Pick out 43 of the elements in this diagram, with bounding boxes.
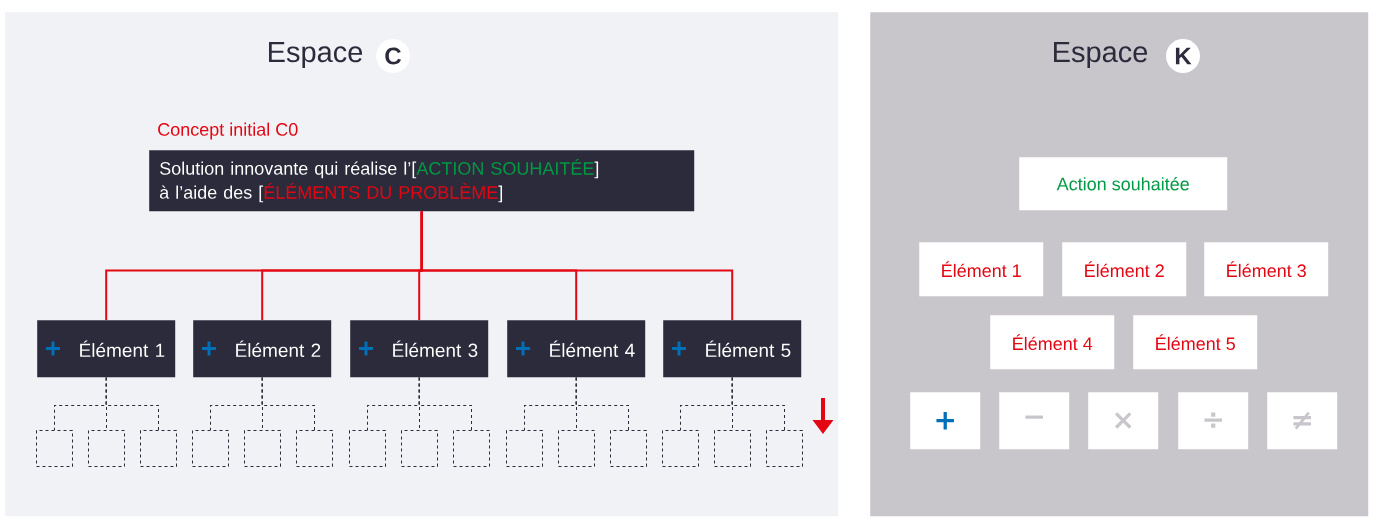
element-box: Élément 4 [507, 320, 646, 378]
element-box: Élément 3 [350, 320, 489, 378]
dashed-box [140, 430, 177, 467]
dashed-box [36, 430, 73, 467]
word-card: Élément 1 [919, 242, 1044, 297]
connector [575, 376, 629, 431]
letter-badge: C [376, 39, 410, 73]
concept-heading: Concept initial C0 [158, 122, 298, 140]
dashed-box [88, 430, 125, 467]
connector [261, 376, 315, 431]
dashed-box [506, 430, 543, 467]
operator-card: ÷ [1178, 392, 1249, 450]
heading: Espace [269, 42, 363, 68]
concept-box: Solution innovante qui réalise l’[ACTION SOUHAITÉE] à l’aide des [ÉLÉMENTS DU PROBLÈME] [149, 150, 695, 212]
connector [731, 376, 785, 431]
operator-card: − [999, 392, 1070, 450]
dashed-box [714, 430, 751, 467]
operator-card: + [910, 392, 981, 450]
operator-card: ≠ [1267, 392, 1338, 450]
connector [418, 376, 472, 431]
element-box: Élément 5 [663, 320, 802, 378]
dashed-box [662, 430, 699, 467]
dashed-box [610, 430, 647, 467]
dashed-box [296, 430, 333, 467]
dashed-box [349, 430, 386, 467]
word-card: Élément 3 [1204, 242, 1329, 297]
dashed-box [244, 430, 281, 467]
element-box: Élément 2 [193, 320, 332, 378]
connector [105, 376, 159, 431]
dashed-box [766, 430, 803, 467]
dashed-box [401, 430, 438, 467]
dashed-box [453, 430, 490, 467]
word-card: Élément 2 [1062, 242, 1187, 297]
dashed-box [558, 430, 595, 467]
operator-card: × [1088, 392, 1159, 450]
word-card: Action souhaitée [1019, 157, 1228, 211]
word-card: Élément 5 [1133, 315, 1258, 370]
dashed-box [192, 430, 229, 467]
element-box: Élément 1 [37, 320, 176, 378]
connector [420, 210, 734, 321]
heading: Espace [1054, 42, 1148, 68]
word-card: Élément 4 [990, 315, 1115, 370]
letter-badge: K [1166, 39, 1200, 73]
